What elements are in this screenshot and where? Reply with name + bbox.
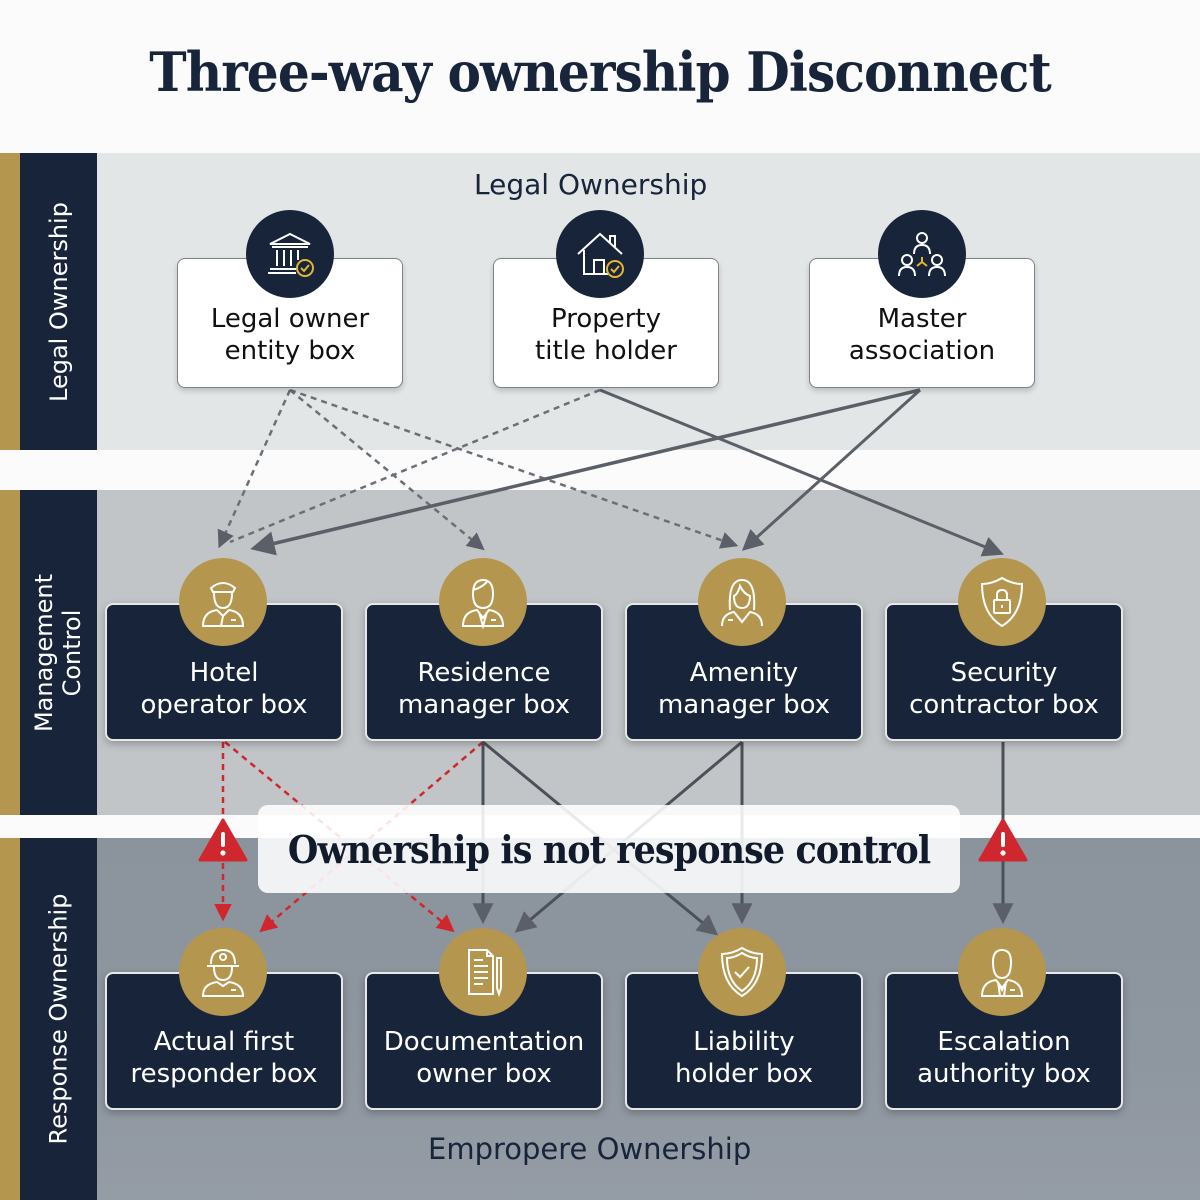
node-label-line2: contractor box	[909, 690, 1099, 720]
tier-side-panel	[20, 153, 97, 450]
warning-icon	[978, 818, 1028, 862]
side-label-line1: Management	[30, 573, 59, 732]
node-label-line1: Legal owner	[210, 304, 370, 334]
node-label-line2: responder box	[130, 1059, 318, 1089]
executive-icon	[958, 928, 1046, 1016]
node-label-line1: Master	[877, 304, 967, 334]
house-check-icon	[556, 210, 644, 298]
node-label-line2: manager box	[397, 690, 571, 720]
node-label-line1: Residence	[417, 658, 551, 688]
bank-check-icon	[246, 210, 334, 298]
tier-side-label-text: Response Ownership	[44, 893, 73, 1145]
node-label-line1: Property	[550, 304, 662, 334]
shield-check-icon	[698, 928, 786, 1016]
group-hierarchy-icon	[878, 210, 966, 298]
callout-text: Ownership is not response control	[287, 826, 931, 872]
node-label-line1: Liability	[693, 1027, 795, 1057]
node-label-line1: Documentation	[383, 1027, 585, 1057]
node-label-line2: owner box	[416, 1059, 552, 1089]
tier-side-label-text: Legal Ownership	[44, 201, 73, 402]
tier-side-label: Legal Ownership	[20, 153, 97, 450]
tier-heading-legal: Legal Ownership	[474, 168, 708, 201]
node-label-line1: Security	[950, 658, 1058, 688]
tier-heading-response: Empropere Ownership	[428, 1132, 752, 1166]
node-label-line2: association	[848, 336, 996, 366]
shield-lock-icon	[958, 558, 1046, 646]
hotel-staff-icon	[179, 558, 267, 646]
tier-accent-strip	[0, 838, 20, 1200]
node-label-line1: Actual first	[153, 1027, 295, 1057]
node-label-line1: Amenity	[689, 658, 799, 688]
firefighter-icon	[179, 928, 267, 1016]
node-label-line2: holder box	[674, 1059, 814, 1089]
node-label-line2: authority box	[917, 1059, 1091, 1089]
tier-side-panel	[20, 838, 97, 1200]
side-label-line2: Control	[58, 609, 87, 696]
node-label-line2: title holder	[535, 336, 677, 366]
tier-accent-strip	[0, 490, 20, 815]
tier-accent-strip	[0, 153, 20, 450]
node-label-line1: Hotel	[189, 658, 259, 688]
node-label-line2: manager box	[657, 690, 831, 720]
document-pen-icon	[439, 928, 527, 1016]
warning-icon	[198, 818, 248, 862]
node-label-line2: entity box	[224, 336, 356, 366]
woman-manager-icon	[698, 558, 786, 646]
tier-side-panel	[20, 490, 97, 815]
node-label-line2: operator box	[140, 690, 308, 720]
callout-banner: Ownership is not response control	[258, 805, 960, 893]
page-title: Three-way ownership Disconnect	[149, 40, 1051, 104]
manager-icon	[439, 558, 527, 646]
tier-side-label: Response Ownership	[20, 838, 97, 1200]
node-label-line1: Escalation	[937, 1027, 1071, 1057]
